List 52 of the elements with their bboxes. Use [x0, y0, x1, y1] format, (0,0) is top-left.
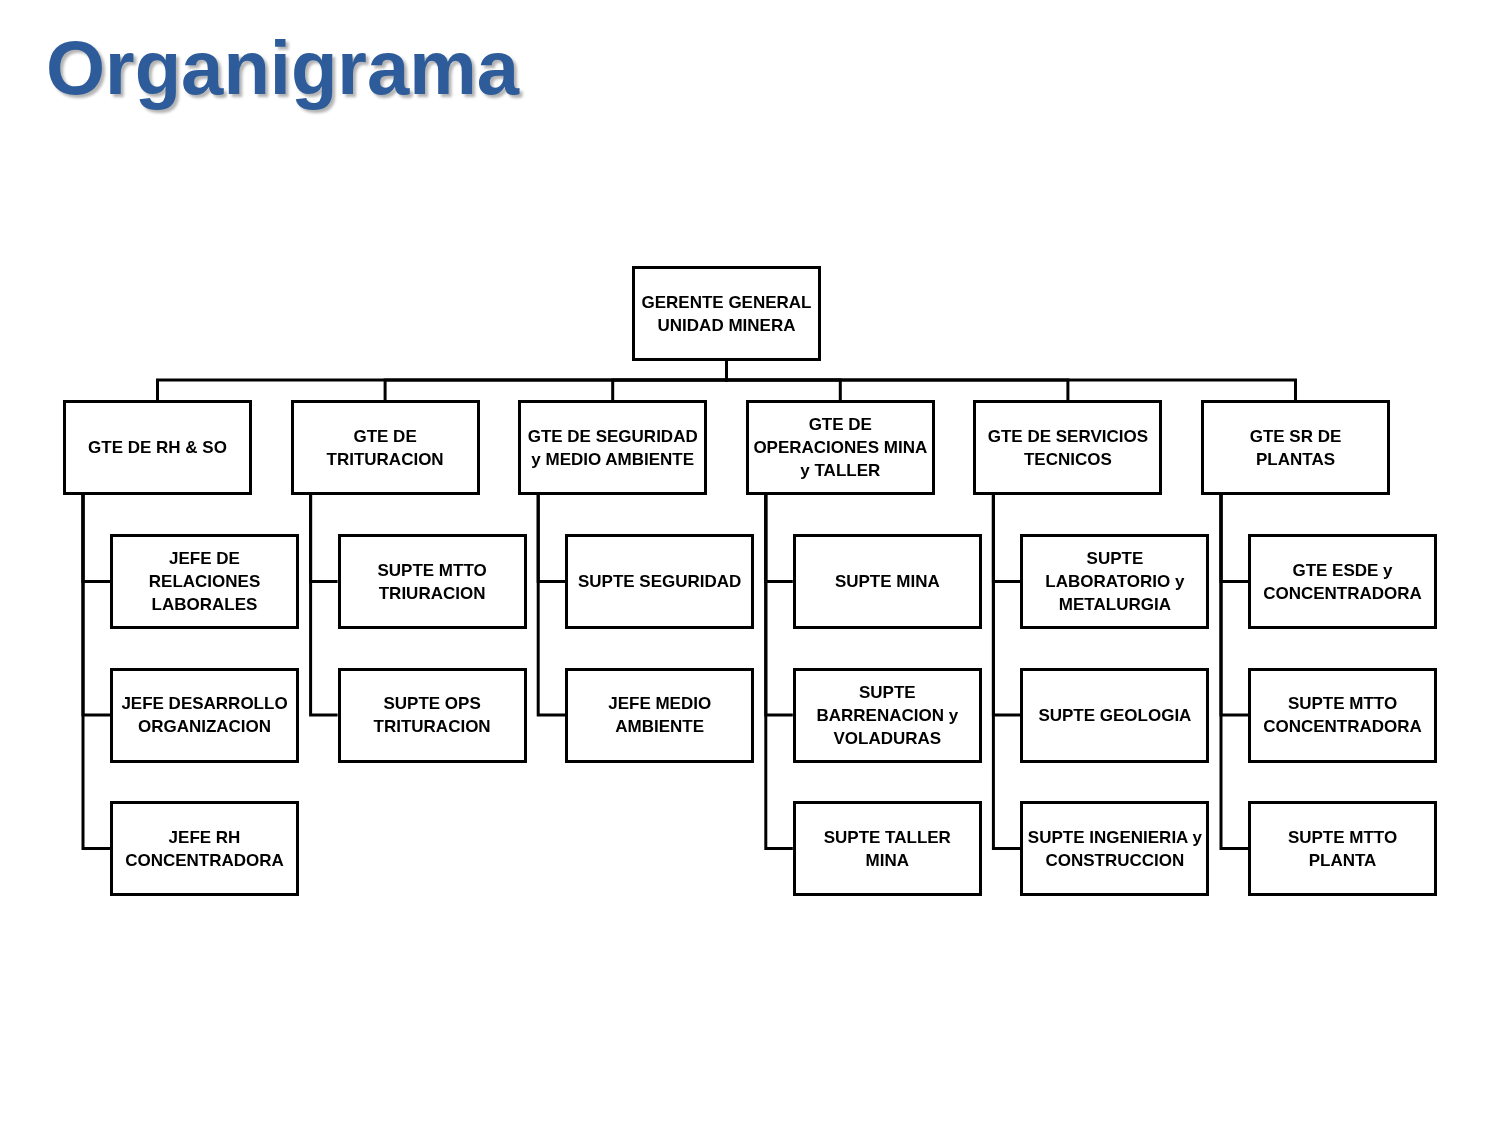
role-label: JEFE DE RELACIONES LABORALES [147, 548, 262, 616]
role-label: SUPTE MTTO TRIURACION [376, 559, 488, 605]
connector-line [991, 495, 1021, 850]
role-label: GTE ESDE y CONCENTRADORA [1262, 559, 1423, 605]
org-box [1020, 667, 1210, 763]
role-label: JEFE RH CONCENTRADORA [124, 826, 285, 872]
role-label: GTE DE TRITURACION [325, 425, 445, 471]
org-box [1020, 534, 1210, 629]
org-box [1201, 400, 1390, 495]
role-label: SUPTE INGENIERIA y CONSTRUCCION [1027, 826, 1203, 872]
connector-line [1219, 495, 1248, 850]
org-box [792, 534, 982, 629]
role-label: GTE DE RH & SO [88, 437, 227, 459]
org-box [1248, 801, 1437, 896]
org-box [1248, 534, 1437, 629]
org-box [792, 801, 982, 896]
role-label: JEFE MEDIO AMBIENTE [607, 693, 713, 738]
role-label: SUPTE SEGURIDAD [577, 571, 742, 593]
org-box [110, 801, 299, 896]
org-box [337, 667, 527, 763]
org-box [63, 400, 252, 495]
org-box [1248, 667, 1437, 763]
connector-line [536, 495, 566, 717]
org-box [565, 534, 755, 629]
org-box [632, 266, 821, 361]
role-label: SUPTE LABORATORIO y METALURGIA [1044, 548, 1186, 616]
role-label: GTE DE SERVICIOS TECNICOS [986, 425, 1150, 471]
org-box [110, 534, 299, 629]
role-label: SUPTE OPS TRITURACION [372, 693, 492, 738]
org-box [565, 667, 755, 763]
role-label: SUPTE MTTO PLANTA [1286, 826, 1399, 872]
role-label: SUPTE GEOLOGIA [1038, 704, 1192, 727]
role-label: SUPTE MINA [834, 571, 940, 593]
connector-line [309, 495, 338, 717]
org-box [337, 534, 527, 629]
role-label: GERENTE GENERAL UNIDAD MINERA [640, 291, 813, 337]
role-label: JEFE DESARROLLO ORGANIZACION [120, 693, 289, 738]
role-label: GTE DE OPERACIONES MINA y TALLER [752, 414, 928, 482]
role-label: SUPTE TALLER MINA [822, 826, 952, 872]
org-box [792, 667, 982, 763]
connector-line [81, 495, 110, 850]
role-label: GTE SR DE PLANTAS [1248, 425, 1343, 471]
role-label: GTE DE SEGURIDAD y MEDIO AMBIENTE [526, 425, 699, 471]
role-label: SUPTE MTTO CONCENTRADORA [1262, 693, 1423, 738]
org-box [973, 400, 1163, 495]
org-box [745, 400, 935, 495]
org-box [1020, 801, 1210, 896]
org-box [110, 667, 299, 763]
org-box [518, 400, 708, 495]
org-box [290, 400, 480, 495]
role-label: SUPTE BARRENACION y VOLADURAS [815, 681, 960, 750]
connector-line [764, 495, 793, 850]
